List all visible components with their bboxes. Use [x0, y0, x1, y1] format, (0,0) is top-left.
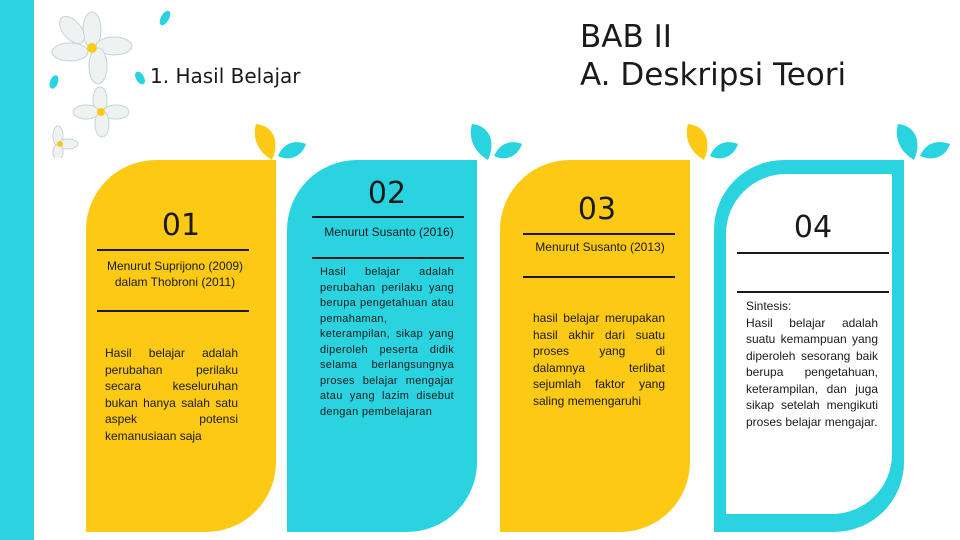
synthesis-text: Hasil belajar adalah suatu kemampuan yan…: [746, 315, 878, 429]
divider: [97, 249, 249, 251]
card-body: Hasil belajar adalah perubahan perilaku …: [105, 346, 238, 443]
section-title: A. Deskripsi Teori: [580, 57, 847, 93]
divider: [523, 276, 675, 278]
card-source: Menurut Susanto (2013): [535, 240, 665, 254]
leaf-cyan-icon: [896, 124, 950, 160]
chapter-title: BAB II: [580, 19, 672, 55]
card-02: [287, 160, 477, 532]
synthesis-label: Sintesis:: [746, 299, 792, 313]
card-number: 04: [793, 210, 833, 245]
card-number: 02: [367, 176, 407, 211]
divider: [312, 257, 464, 259]
card-source: Menurut Susanto (2016): [324, 225, 454, 239]
card-01: [86, 160, 276, 532]
divider: [523, 233, 675, 235]
divider: [312, 216, 464, 218]
card-number: 03: [577, 192, 617, 227]
card-03: [500, 160, 690, 532]
card-04-panel: [726, 174, 892, 514]
leaf-yellow-icon: [254, 124, 306, 160]
divider: [97, 310, 249, 312]
card-body: hasil belajar merupakan hasil akhir dari…: [533, 311, 665, 408]
card-source: Menurut Suprijono (2009) dalam Thobroni …: [106, 259, 244, 289]
card-body: Sintesis: Hasil belajar adalah suatu kem…: [746, 298, 878, 430]
slide-title: BAB II A. Deskripsi Teori: [580, 18, 846, 94]
left-accent-stripe: [0, 0, 34, 540]
leaf-cyan-icon: [470, 124, 522, 160]
subsection-title: 1. Hasil Belajar: [150, 64, 301, 88]
card-body: Hasil belajar adalah perubahan perilaku …: [320, 266, 454, 418]
flower-decoration-icon: [49, 10, 171, 158]
card-number: 01: [161, 208, 201, 243]
divider: [737, 252, 889, 254]
leaf-yellow-icon: [686, 124, 738, 160]
divider: [737, 291, 889, 293]
